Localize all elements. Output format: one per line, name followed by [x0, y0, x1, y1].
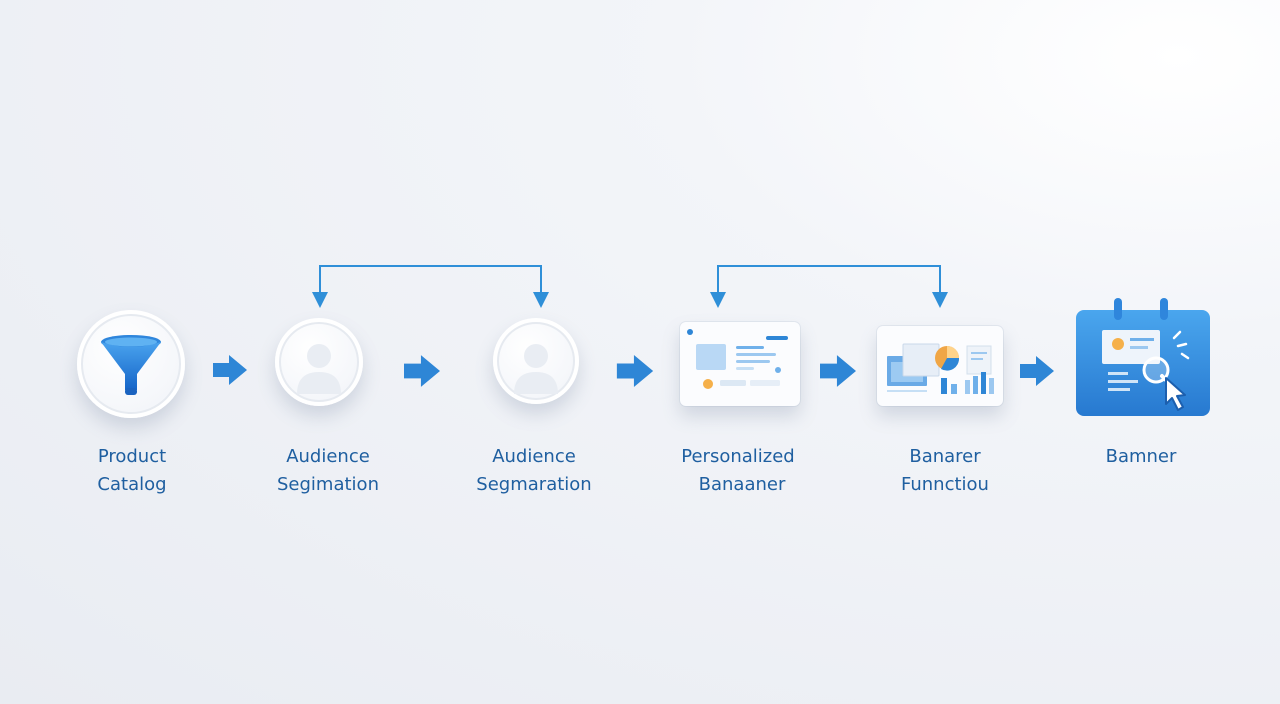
banner-mockup-icon: [687, 329, 788, 389]
flow-arrow-icon: [213, 355, 247, 385]
step-2-label: Audience Segimation: [238, 443, 418, 499]
step-label-line: Funnctiou: [901, 474, 989, 495]
step-label-line: Segimation: [277, 474, 379, 495]
step-6-node: [1074, 296, 1214, 420]
dashboard-chart-icon: [887, 343, 994, 394]
bracket-connector-right: [717, 265, 948, 308]
step-label-line: Segmaration: [476, 474, 592, 495]
flow-arrow-icon: [820, 355, 856, 387]
step-6-label: Bamner: [1051, 443, 1231, 471]
step-1-label: Product Catalog: [42, 443, 222, 499]
step-5-node: [877, 326, 1003, 406]
step-label-line: Catalog: [97, 474, 167, 495]
flow-arrow-icon: [616, 355, 654, 387]
user-icon: [297, 344, 341, 394]
user-icon: [514, 344, 558, 394]
calendar-cursor-icon: [1076, 298, 1210, 416]
bracket-connector-left: [319, 265, 549, 308]
step-label-line: Audience: [286, 446, 370, 467]
flow-arrow-icon: [1020, 356, 1054, 386]
step-4-label: Personalized Banaaner: [648, 443, 828, 499]
flow-arrow-icon: [404, 355, 440, 387]
funnel-icon: [101, 335, 161, 395]
step-label-line: Banarer: [909, 446, 981, 467]
step-5-label: Banarer Funnctiou: [855, 443, 1035, 499]
step-label-line: Bamner: [1105, 446, 1177, 467]
step-4-node: [680, 322, 800, 406]
step-label-line: Personalized: [681, 446, 795, 467]
step-1-node: [77, 310, 185, 418]
step-label-line: Product: [97, 446, 167, 467]
step-label-line: Audience: [492, 446, 576, 467]
step-3-node: [493, 318, 579, 404]
step-3-label: Audience Segmaration: [444, 443, 624, 499]
step-label-line: Banaaner: [698, 474, 786, 495]
step-2-node: [275, 318, 363, 406]
